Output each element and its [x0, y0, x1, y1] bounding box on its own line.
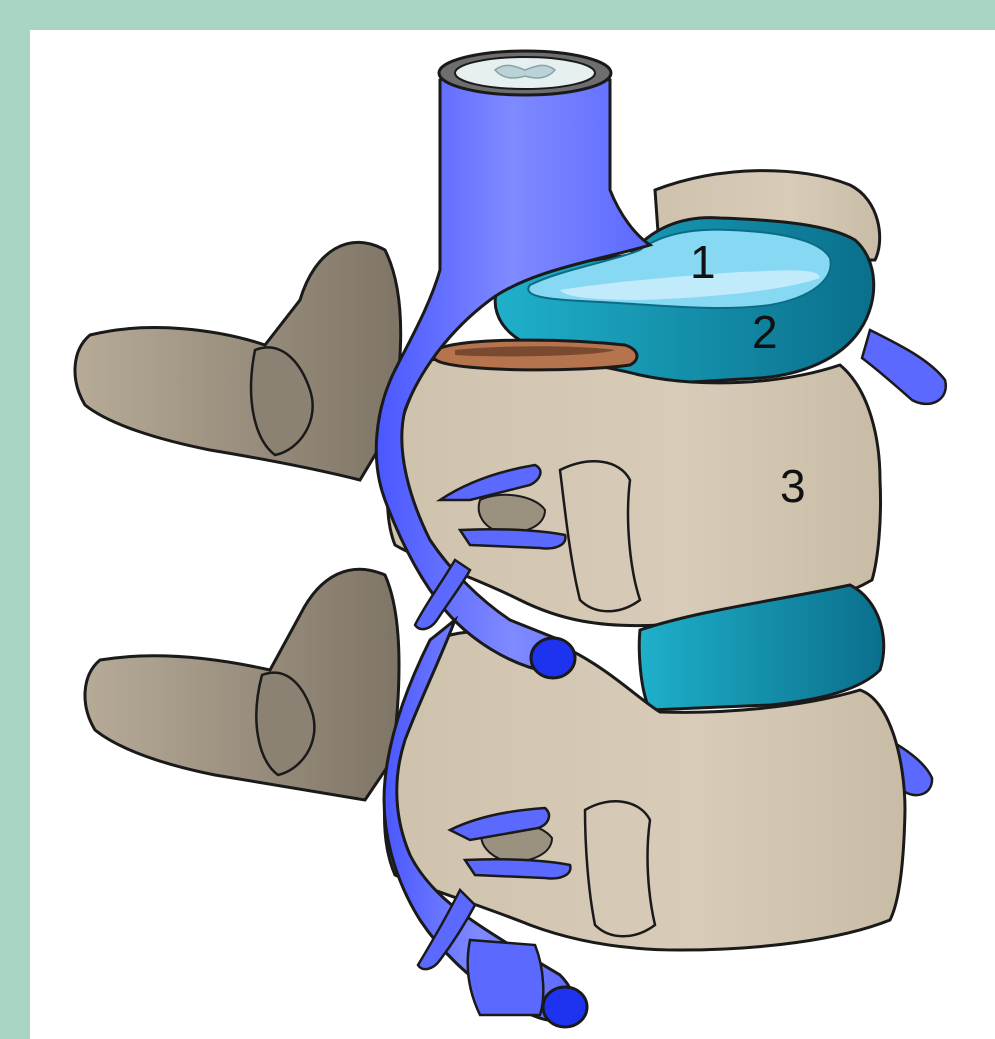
lower-vein-trunk	[468, 940, 544, 1015]
right-lateral-vein-upper	[862, 330, 946, 404]
transverse-process-upper	[75, 242, 401, 480]
label-3: 3	[780, 460, 806, 512]
upper-vein-cut-end	[531, 638, 575, 678]
upper-foramen-shadow	[479, 495, 545, 533]
label-2: 2	[752, 306, 778, 358]
lower-vein-cut-end	[543, 987, 587, 1027]
upper-branch-vein-2	[460, 529, 565, 548]
transverse-process-lower	[85, 569, 399, 800]
lower-branch-vein-2	[465, 859, 570, 878]
label-1: 1	[690, 236, 716, 288]
